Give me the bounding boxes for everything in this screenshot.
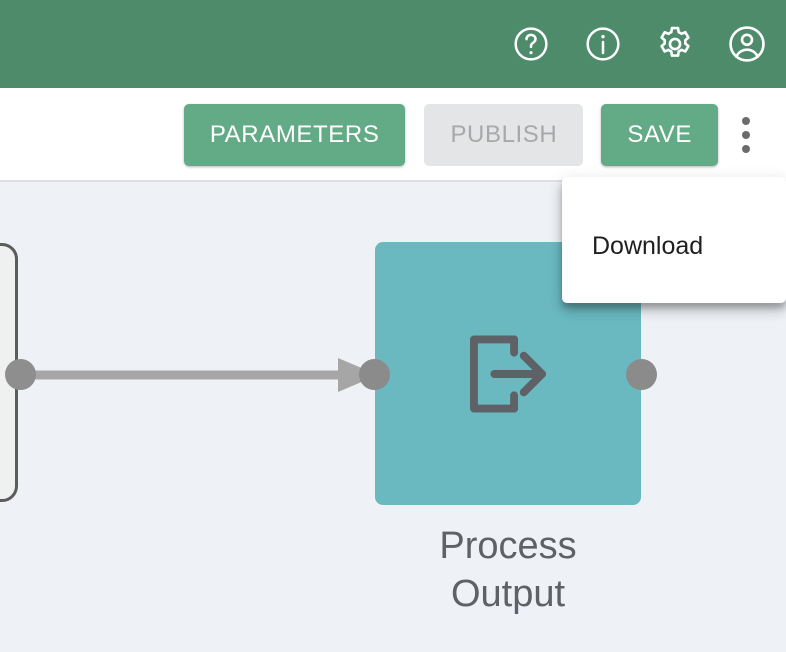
kebab-dot (742, 117, 750, 125)
upstream-node-output-port[interactable] (5, 359, 36, 390)
kebab-dot (742, 131, 750, 139)
publish-button[interactable]: PUBLISH (424, 104, 584, 166)
parameters-button[interactable]: PARAMETERS (183, 104, 406, 166)
app-header-bar (0, 0, 786, 88)
exit-arrow-icon (470, 334, 546, 413)
kebab-dot (742, 145, 750, 153)
overflow-menu: Download (562, 177, 786, 303)
node-label-process-output: Process Output (439, 525, 577, 615)
save-button[interactable]: SAVE (601, 104, 718, 166)
more-vert-icon[interactable] (724, 107, 768, 163)
node-input-port[interactable] (359, 359, 390, 390)
info-icon[interactable] (582, 23, 624, 65)
help-icon[interactable] (510, 23, 552, 65)
settings-icon[interactable] (654, 23, 696, 65)
menu-item-download[interactable]: Download (592, 231, 704, 260)
header-actions (510, 23, 768, 65)
node-output-port[interactable] (626, 359, 657, 390)
account-icon[interactable] (726, 23, 768, 65)
editor-toolbar: PARAMETERS PUBLISH SAVE (0, 88, 786, 182)
